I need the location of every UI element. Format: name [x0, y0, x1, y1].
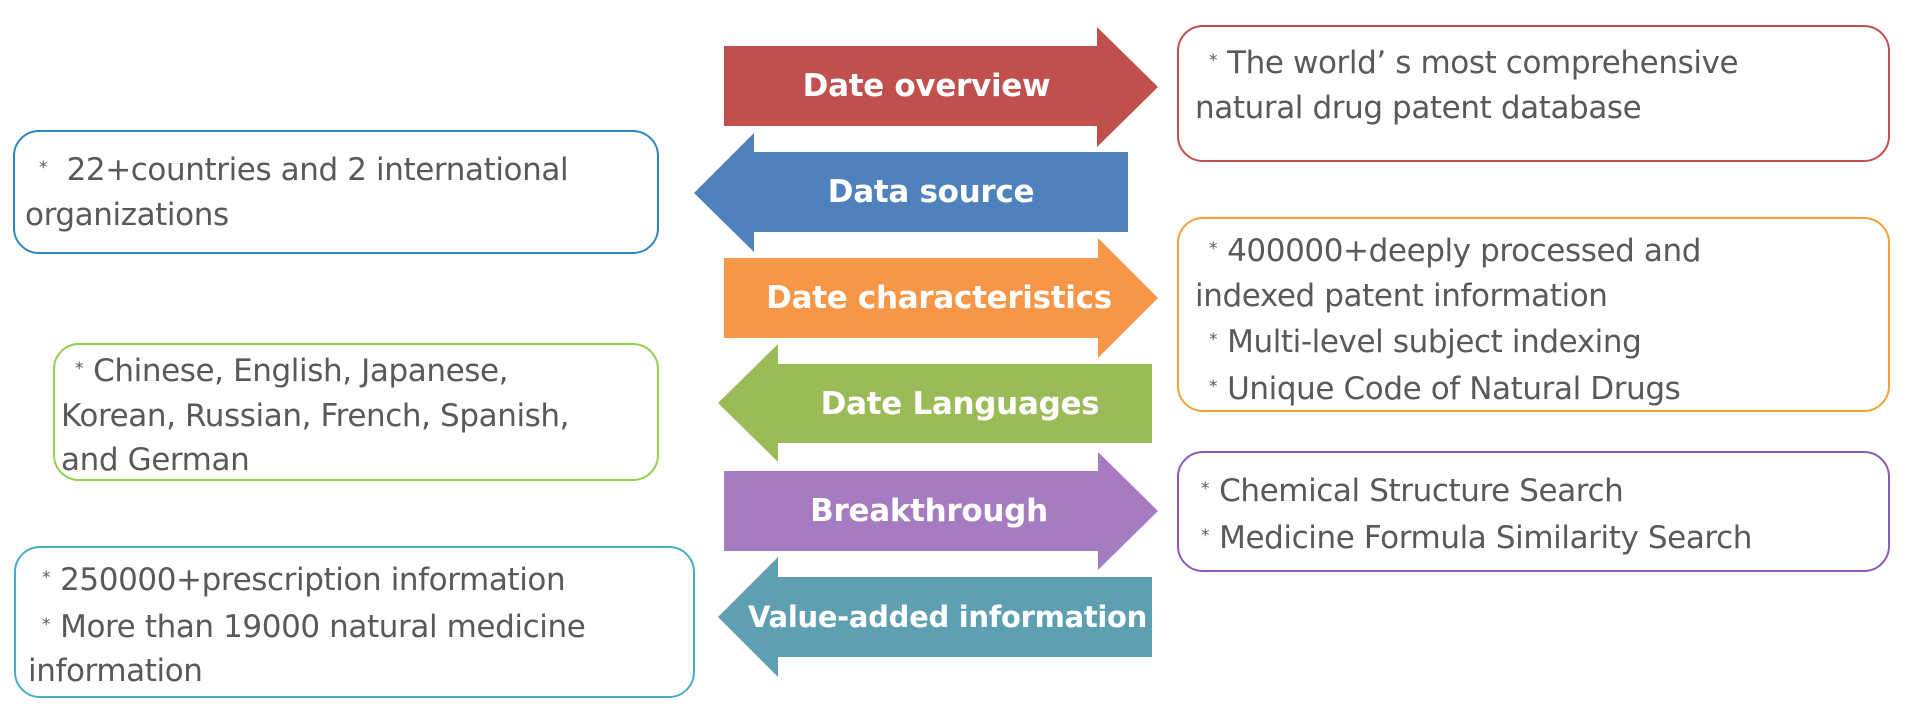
- arrow-label: Date overview: [802, 68, 1051, 104]
- text-line: *400000+deeply processed and: [1195, 227, 1701, 274]
- text-line: *250000+prescription information: [28, 556, 585, 603]
- bullet-icon: *: [39, 158, 48, 178]
- box-text: *The world’ s most comprehensive natural…: [1195, 39, 1739, 130]
- arrow-right-shape: [724, 238, 1158, 358]
- text-line: organizations: [25, 196, 229, 233]
- box-date-characteristics: *400000+deeply processed and indexed pat…: [1177, 217, 1890, 412]
- bullet-icon: *: [75, 359, 84, 379]
- text-line: *Multi-level subject indexing: [1195, 318, 1701, 365]
- text-line: and German: [61, 442, 250, 478]
- bullet-icon: *: [1209, 330, 1218, 350]
- arrow-date-characteristics: Date characteristics: [724, 238, 1158, 358]
- text-line: *Unique Code of Natural Drugs: [1195, 365, 1701, 412]
- arrow-label: Date characteristics: [766, 280, 1112, 316]
- box-value-added-information: *250000+prescription information *More t…: [14, 546, 695, 698]
- text-line: * 22+countries and 2 international: [25, 146, 569, 193]
- text-line: *Chinese, English, Japanese,: [61, 347, 569, 394]
- text-line: Korean, Russian, French, Spanish,: [61, 397, 570, 434]
- arrow-data-source: Data source: [694, 133, 1128, 252]
- box-date-overview: *The world’ s most comprehensive natural…: [1177, 25, 1890, 162]
- text-line: *Chemical Structure Search: [1201, 467, 1752, 514]
- bullet-icon: *: [1209, 376, 1218, 397]
- box-text: *Chemical Structure Search *Medicine For…: [1201, 467, 1752, 560]
- box-text: *Chinese, English, Japanese, Korean, Rus…: [61, 347, 570, 483]
- arrow-label: Data source: [827, 174, 1035, 210]
- bullet-icon: *: [42, 614, 51, 635]
- arrow-right-shape: [724, 27, 1158, 147]
- box-breakthrough: *Chemical Structure Search *Medicine For…: [1177, 451, 1890, 572]
- arrow-date-overview: Date overview: [724, 27, 1158, 147]
- box-data-source: * 22+countries and 2 international organ…: [13, 130, 659, 254]
- arrow-left-shape: [694, 133, 1128, 252]
- text-line: indexed patent information: [1195, 277, 1608, 314]
- bullet-icon: *: [1201, 525, 1210, 546]
- text-line: *Medicine Formula Similarity Search: [1201, 514, 1752, 561]
- arrow-value-added-information: Value-added information: [718, 557, 1152, 677]
- text-line: information: [28, 653, 203, 689]
- box-text: * 22+countries and 2 international organ…: [25, 146, 569, 237]
- bullet-icon: *: [1209, 51, 1218, 71]
- bullet-icon: *: [1201, 479, 1210, 499]
- arrow-date-languages: Date Languages: [718, 344, 1152, 462]
- box-text: *400000+deeply processed and indexed pat…: [1195, 227, 1701, 411]
- bullet-icon: *: [42, 568, 51, 588]
- text-line: *The world’ s most comprehensive: [1195, 39, 1739, 86]
- bullet-icon: *: [1209, 239, 1218, 259]
- box-date-languages: *Chinese, English, Japanese, Korean, Rus…: [53, 343, 659, 481]
- arrow-left-shape: [718, 344, 1152, 462]
- arrow-label: Date Languages: [820, 385, 1100, 422]
- text-line: natural drug patent database: [1195, 89, 1642, 126]
- arrow-label: Breakthrough: [810, 493, 1048, 529]
- arrow-right-shape: [724, 452, 1158, 570]
- arrow-left-shape: [718, 557, 1152, 677]
- box-text: *250000+prescription information *More t…: [28, 556, 586, 694]
- text-line: *More than 19000 natural medicine: [28, 603, 586, 650]
- arrow-breakthrough: Breakthrough: [724, 452, 1158, 570]
- arrow-label: Value-added information: [748, 600, 1148, 634]
